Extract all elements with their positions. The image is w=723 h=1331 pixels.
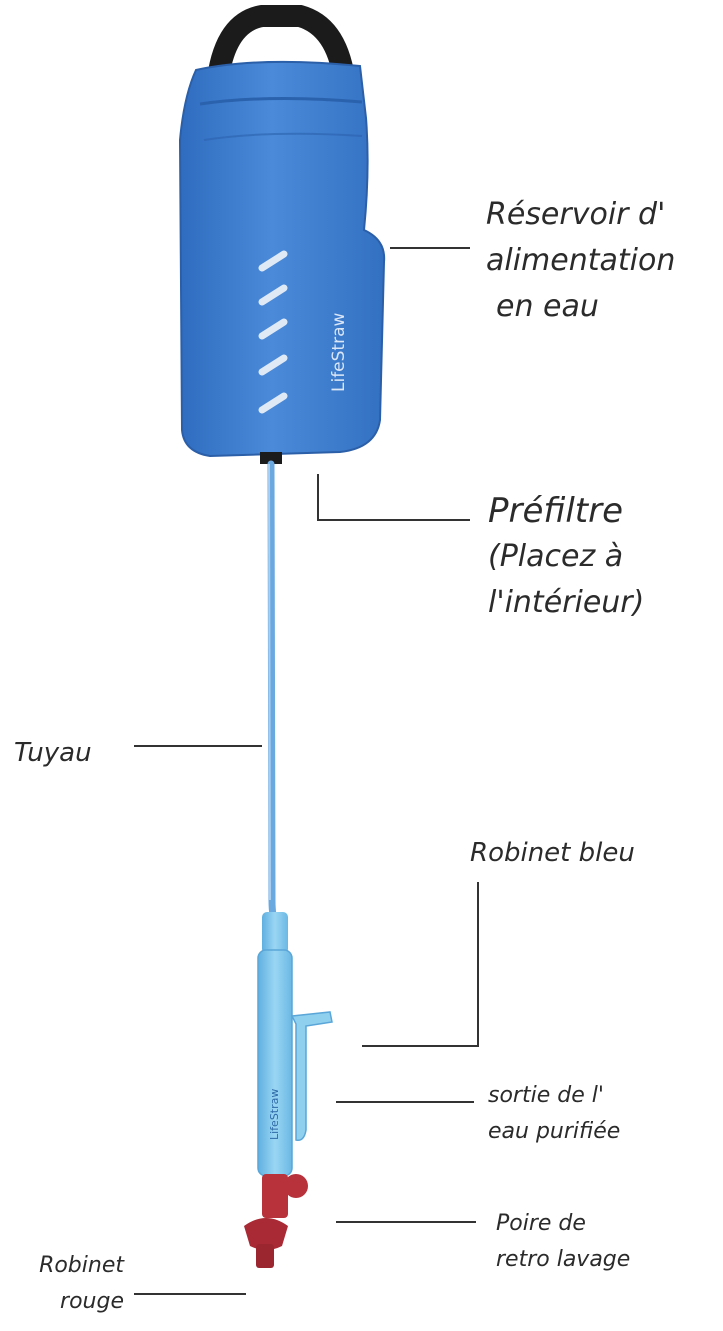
label-robinet-rouge-line-1: Robinet xyxy=(39,1253,124,1278)
label-sortie-line-2: eau purifiée xyxy=(488,1119,621,1144)
label-reservoir-line-2: alimentation xyxy=(486,243,676,278)
label-prefiltre: Préfiltre (Placez à l'intérieur) xyxy=(488,488,644,626)
label-sortie-line-1: sortie de l' xyxy=(488,1083,604,1108)
label-reservoir: Réservoir d' alimentation en eau xyxy=(486,192,675,330)
label-tuyau-text: Tuyau xyxy=(14,738,92,768)
leader-lines xyxy=(134,247,479,1295)
label-poire: Poire de retro lavage xyxy=(496,1206,630,1278)
label-prefiltre-title: Préfiltre xyxy=(488,491,624,531)
bag-stripes-icon xyxy=(258,250,288,414)
label-robinet-bleu: Robinet bleu xyxy=(470,832,635,874)
label-prefiltre-note-2: l'intérieur) xyxy=(488,585,645,620)
label-reservoir-line-1: Réservoir d' xyxy=(486,197,666,232)
label-robinet-bleu-text: Robinet bleu xyxy=(470,838,635,868)
hose xyxy=(267,460,280,928)
label-poire-line-1: Poire de xyxy=(496,1211,586,1236)
filter-unit: LifeStraw xyxy=(244,912,333,1268)
label-tuyau: Tuyau xyxy=(14,732,92,774)
label-robinet-rouge: Robinet rouge xyxy=(10,1248,124,1320)
water-reservoir-bag: LifeStraw xyxy=(178,60,386,464)
bag-brand-text: LifeStraw xyxy=(329,312,349,392)
label-sortie: sortie de l' eau purifiée xyxy=(488,1078,620,1150)
label-prefiltre-note-1: (Placez à xyxy=(488,539,624,574)
label-reservoir-line-3: en eau xyxy=(496,289,599,324)
filter-brand-text: LifeStraw xyxy=(268,1089,281,1140)
label-poire-line-2: retro lavage xyxy=(496,1247,631,1272)
label-robinet-rouge-line-2: rouge xyxy=(60,1289,124,1314)
